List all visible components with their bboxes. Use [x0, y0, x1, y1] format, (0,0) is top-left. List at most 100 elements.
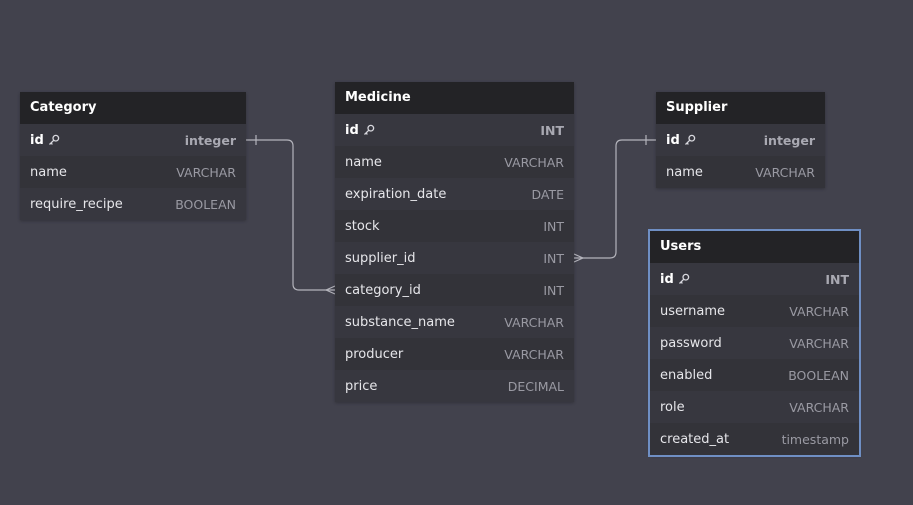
key-icon: [48, 134, 60, 146]
column-name-wrap: role: [660, 400, 685, 415]
column-row[interactable]: id integer: [656, 124, 825, 156]
column-name-wrap: producer: [345, 347, 403, 362]
relationship-line: [574, 139, 656, 259]
column-name-wrap: stock: [345, 219, 380, 234]
column-name: stock: [345, 218, 380, 234]
table-supplier[interactable]: Supplier id integer name VARCHAR: [656, 92, 825, 188]
key-icon: [678, 273, 690, 285]
column-name-wrap: supplier_id: [345, 251, 415, 266]
column-name: require_recipe: [30, 196, 123, 212]
column-row[interactable]: category_id INT: [335, 274, 574, 306]
key-icon: [684, 134, 696, 146]
column-name: expiration_date: [345, 186, 447, 202]
column-name-wrap: price: [345, 379, 377, 394]
column-name: category_id: [345, 282, 421, 298]
column-name: producer: [345, 346, 404, 362]
column-row[interactable]: role VARCHAR: [650, 391, 859, 423]
column-name-wrap: name: [30, 165, 67, 180]
column-name-wrap: id: [666, 133, 696, 148]
column-row[interactable]: supplier_id INT: [335, 242, 574, 274]
column-name: id: [345, 122, 359, 138]
column-name-wrap: enabled: [660, 368, 712, 383]
column-type: VARCHAR: [504, 314, 564, 330]
column-name: created_at: [660, 431, 730, 447]
column-type: VARCHAR: [789, 335, 849, 351]
column-type: INT: [543, 218, 564, 234]
column-name-wrap: name: [666, 165, 703, 180]
column-row[interactable]: username VARCHAR: [650, 295, 859, 327]
column-name-wrap: id: [660, 272, 690, 287]
column-name: name: [30, 164, 67, 180]
table-title[interactable]: Category: [20, 92, 246, 124]
column-row[interactable]: stock INT: [335, 210, 574, 242]
column-type: INT: [540, 122, 564, 138]
column-row[interactable]: name VARCHAR: [656, 156, 825, 188]
table-category[interactable]: Category id integer name VARCHAR require_reci…: [20, 92, 246, 220]
column-name-wrap: created_at: [660, 432, 729, 447]
column-name-wrap: name: [345, 155, 382, 170]
column-name-wrap: require_recipe: [30, 197, 123, 212]
column-row[interactable]: password VARCHAR: [650, 327, 859, 359]
many-marker: [325, 285, 336, 295]
relationship-line: [246, 139, 335, 291]
column-row[interactable]: require_recipe BOOLEAN: [20, 188, 246, 220]
column-name-wrap: substance_name: [345, 315, 455, 330]
column-name-wrap: id: [30, 133, 60, 148]
column-name-wrap: id: [345, 123, 375, 138]
column-name: password: [660, 335, 722, 351]
column-type: integer: [763, 132, 815, 148]
column-row[interactable]: id integer: [20, 124, 246, 156]
column-type: DATE: [531, 186, 564, 202]
column-name: price: [345, 378, 378, 394]
column-type: INT: [543, 282, 564, 298]
column-row[interactable]: id INT: [335, 114, 574, 146]
column-type: VARCHAR: [176, 164, 236, 180]
column-type: VARCHAR: [504, 346, 564, 362]
column-name: name: [345, 154, 382, 170]
column-type: integer: [184, 132, 236, 148]
table-title[interactable]: Supplier: [656, 92, 825, 124]
column-name-wrap: category_id: [345, 283, 421, 298]
column-name: name: [666, 164, 703, 180]
table-title[interactable]: Medicine: [335, 82, 574, 114]
column-type: BOOLEAN: [175, 196, 236, 212]
column-type: timestamp: [781, 431, 849, 447]
column-name-wrap: expiration_date: [345, 187, 446, 202]
many-marker: [573, 253, 584, 263]
column-row[interactable]: name VARCHAR: [20, 156, 246, 188]
column-name: id: [666, 132, 680, 148]
column-row[interactable]: created_at timestamp: [650, 423, 859, 455]
key-icon: [363, 124, 375, 136]
column-name: id: [30, 132, 44, 148]
column-type: VARCHAR: [789, 303, 849, 319]
column-type: VARCHAR: [504, 154, 564, 170]
column-row[interactable]: producer VARCHAR: [335, 338, 574, 370]
column-type: BOOLEAN: [788, 367, 849, 383]
column-name: role: [660, 399, 685, 415]
column-name-wrap: username: [660, 304, 725, 319]
column-row[interactable]: price DECIMAL: [335, 370, 574, 402]
column-type: VARCHAR: [755, 164, 815, 180]
column-type: INT: [825, 271, 849, 287]
column-row[interactable]: expiration_date DATE: [335, 178, 574, 210]
table-columns: id integer name VARCHAR require_recipe BOOLEA…: [20, 124, 246, 220]
column-row[interactable]: name VARCHAR: [335, 146, 574, 178]
column-row[interactable]: enabled BOOLEAN: [650, 359, 859, 391]
relationship-category-medicine: [246, 135, 336, 295]
relationship-supplier-medicine: [573, 135, 656, 263]
table-title[interactable]: Users: [650, 231, 859, 263]
column-row[interactable]: substance_name VARCHAR: [335, 306, 574, 338]
column-name: supplier_id: [345, 250, 416, 266]
column-type: VARCHAR: [789, 399, 849, 415]
column-row[interactable]: id INT: [650, 263, 859, 295]
column-name: substance_name: [345, 314, 455, 330]
column-type: DECIMAL: [507, 378, 564, 394]
column-type: INT: [543, 250, 564, 266]
column-name: username: [660, 303, 725, 319]
